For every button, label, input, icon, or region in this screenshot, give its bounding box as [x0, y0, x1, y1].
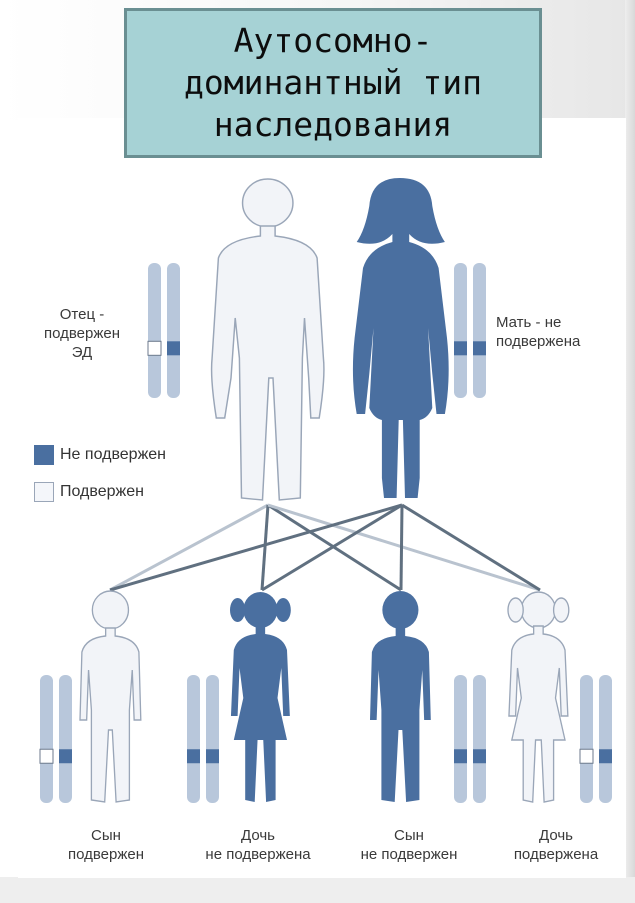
daughter-1-figure — [230, 592, 291, 802]
allele-unaffected — [473, 749, 486, 763]
allele-unaffected — [599, 749, 612, 763]
allele-affected — [580, 749, 593, 763]
allele-unaffected — [454, 341, 467, 355]
allele-unaffected — [473, 341, 486, 355]
diagram-title: Аутосомно- доминантный тип наследования — [178, 20, 488, 146]
father-chromosomes — [148, 263, 180, 398]
chromosome — [454, 675, 467, 803]
chromosome — [473, 263, 486, 398]
allele-unaffected — [454, 749, 467, 763]
child-2-label: Дочь не подвержена — [186, 826, 330, 864]
allele-affected — [40, 749, 53, 763]
mother-chromosomes — [454, 263, 486, 398]
allele-unaffected — [206, 749, 219, 763]
chromosome — [473, 675, 486, 803]
legend-swatch-unaffected — [34, 445, 54, 465]
chromosome — [454, 263, 467, 398]
daughter-2-figure — [508, 592, 569, 802]
chromosome — [206, 675, 219, 803]
chromosome — [167, 263, 180, 398]
child-2-chromosomes — [187, 675, 219, 803]
inheritance-line-5 — [110, 505, 402, 590]
child-3-label: Сын не подвержен — [340, 826, 478, 864]
allele-unaffected — [187, 749, 200, 763]
inheritance-line-8 — [402, 505, 540, 590]
allele-affected — [148, 341, 161, 355]
son-1-figure — [80, 591, 141, 802]
chromosome — [580, 675, 593, 803]
mother-figure — [353, 178, 449, 498]
mother-label: Мать - не подвержена — [496, 313, 631, 351]
legend-label-unaffected: Не подвержен — [60, 446, 166, 464]
legend-unaffected: Не подвержен — [34, 445, 166, 465]
child-3-chromosomes — [454, 675, 486, 803]
inheritance-line-2 — [262, 505, 268, 590]
allele-unaffected — [167, 341, 180, 355]
legend-label-affected: Подвержен — [60, 483, 144, 501]
child-4-chromosomes — [580, 675, 612, 803]
chromosome — [40, 675, 53, 803]
title-box: Аутосомно- доминантный тип наследования — [124, 8, 542, 158]
legend-swatch-affected — [34, 482, 54, 502]
chromosome — [148, 263, 161, 398]
allele-unaffected — [59, 749, 72, 763]
chromosome — [59, 675, 72, 803]
inheritance-line-1 — [110, 505, 268, 590]
father-figure — [212, 179, 324, 500]
chromosome — [187, 675, 200, 803]
child-4-label: Дочь подвержена — [494, 826, 618, 864]
inheritance-line-4 — [268, 505, 540, 590]
inheritance-line-7 — [401, 505, 402, 590]
son-2-figure — [370, 591, 431, 802]
child-1-label: Сын подвержен — [44, 826, 168, 864]
chromosome — [599, 675, 612, 803]
child-1-chromosomes — [40, 675, 72, 803]
legend-affected: Подвержен — [34, 482, 144, 502]
father-label: Отец - подвержен ЭД — [26, 305, 138, 362]
